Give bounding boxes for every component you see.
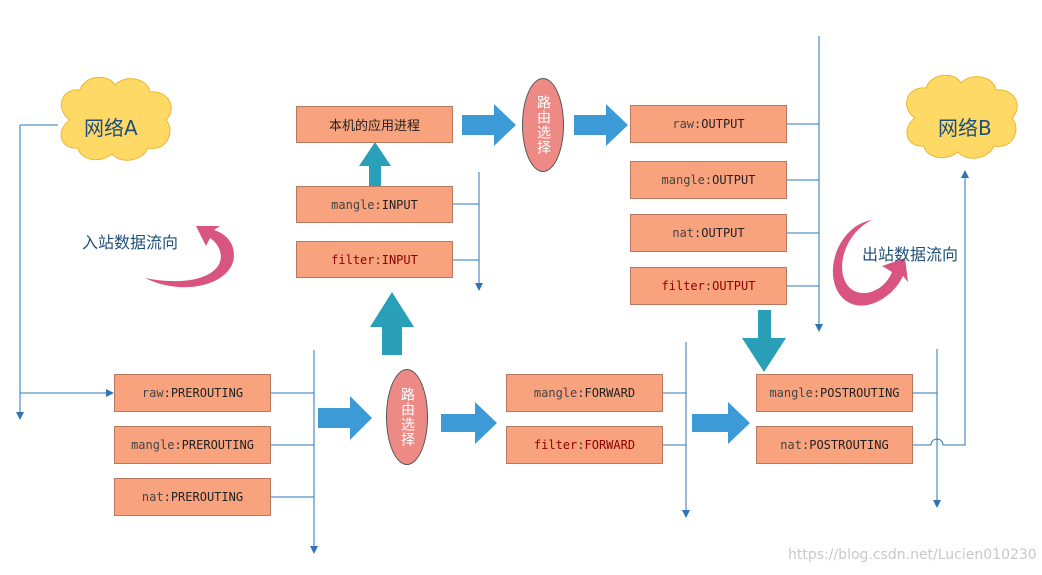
arrow-right-5: [692, 402, 750, 444]
table-name: mangle: [661, 173, 705, 187]
routing-label: 路由选择: [535, 95, 551, 155]
chain-box-raw-output: raw:OUTPUT: [630, 105, 787, 143]
network-a-cloud: [60, 76, 172, 161]
chain-box-mangle-postrouting: mangle:POSTROUTING: [756, 374, 913, 412]
chain-box-filter-input: filter:INPUT: [296, 241, 453, 278]
chain-box-mangle-output: mangle:OUTPUT: [630, 161, 787, 199]
arrow-right-4: [441, 402, 497, 444]
inbound-curve-arrow: [145, 226, 234, 288]
block-arrows: [318, 104, 786, 444]
table-name: raw: [672, 117, 695, 131]
routing-decision-output: 路由选择: [522, 78, 564, 172]
inbound-flow-label: 入站数据流向: [82, 233, 179, 252]
chain-name: OUTPUT: [701, 226, 745, 240]
routing-decision-input: 路由选择: [386, 369, 428, 465]
arrow-up-2: [359, 142, 391, 186]
table-name: mangle: [769, 386, 813, 400]
table-name: nat: [780, 438, 802, 452]
chain-name: INPUT: [381, 252, 418, 267]
table-name: filter: [661, 279, 705, 293]
chain-box-filter-output: filter:OUTPUT: [630, 267, 787, 305]
table-name: filter: [331, 252, 375, 267]
table-name: mangle: [331, 197, 375, 212]
routing-label: 路由选择: [399, 387, 415, 447]
table-name: raw: [141, 386, 164, 400]
chain-box-nat-postrouting: nat:POSTROUTING: [756, 426, 913, 464]
connector-lines: [16, 36, 969, 554]
chain-box-mangle-input: mangle:INPUT: [296, 186, 453, 223]
chain-box-mangle-prerouting: mangle:PREROUTING: [114, 426, 271, 464]
chain-name: PREROUTING: [181, 438, 254, 452]
table-name: filter: [533, 438, 578, 452]
arrow-down-1: [742, 310, 786, 372]
chain-name: PREROUTING: [170, 490, 244, 504]
table-name: nat: [672, 226, 695, 240]
chain-name: OUTPUT: [712, 279, 756, 293]
network-a-label: 网络A: [84, 116, 138, 140]
chain-name: OUTPUT: [712, 173, 756, 187]
chain-box-filter-forward: filter:FORWARD: [506, 426, 663, 464]
arrow-right-2: [462, 104, 516, 146]
chain-name: POSTROUTING: [820, 386, 900, 400]
arrow-right-3: [574, 104, 628, 146]
outbound-flow-label: 出站数据流向: [862, 245, 959, 264]
network-b-label: 网络B: [938, 116, 992, 140]
chain-box-nat-output: nat:OUTPUT: [630, 214, 787, 252]
table-name: mangle: [131, 438, 175, 452]
chain-box-nat-prerouting: nat:PREROUTING: [114, 478, 271, 516]
chain-name: FORWARD: [584, 386, 636, 400]
watermark: https://blog.csdn.net/Lucien010230: [788, 547, 1037, 563]
chain-name: OUTPUT: [701, 117, 745, 131]
arrow-right-1: [318, 396, 372, 440]
outbound-curve-arrow: [832, 220, 908, 306]
chain-box-raw-prerouting: raw:PREROUTING: [114, 374, 271, 412]
network-b-cloud: [906, 74, 1018, 159]
chain-name: POSTROUTING: [809, 438, 889, 452]
chain-box-mangle-forward: mangle:FORWARD: [506, 374, 663, 412]
table-name: nat: [141, 490, 164, 504]
arrow-up-1: [370, 292, 414, 355]
local-process-box: 本机的应用进程: [296, 106, 453, 143]
chain-name: INPUT: [381, 197, 418, 212]
chain-name: FORWARD: [584, 438, 636, 452]
chain-name: PREROUTING: [170, 386, 244, 400]
table-name: mangle: [533, 386, 578, 400]
